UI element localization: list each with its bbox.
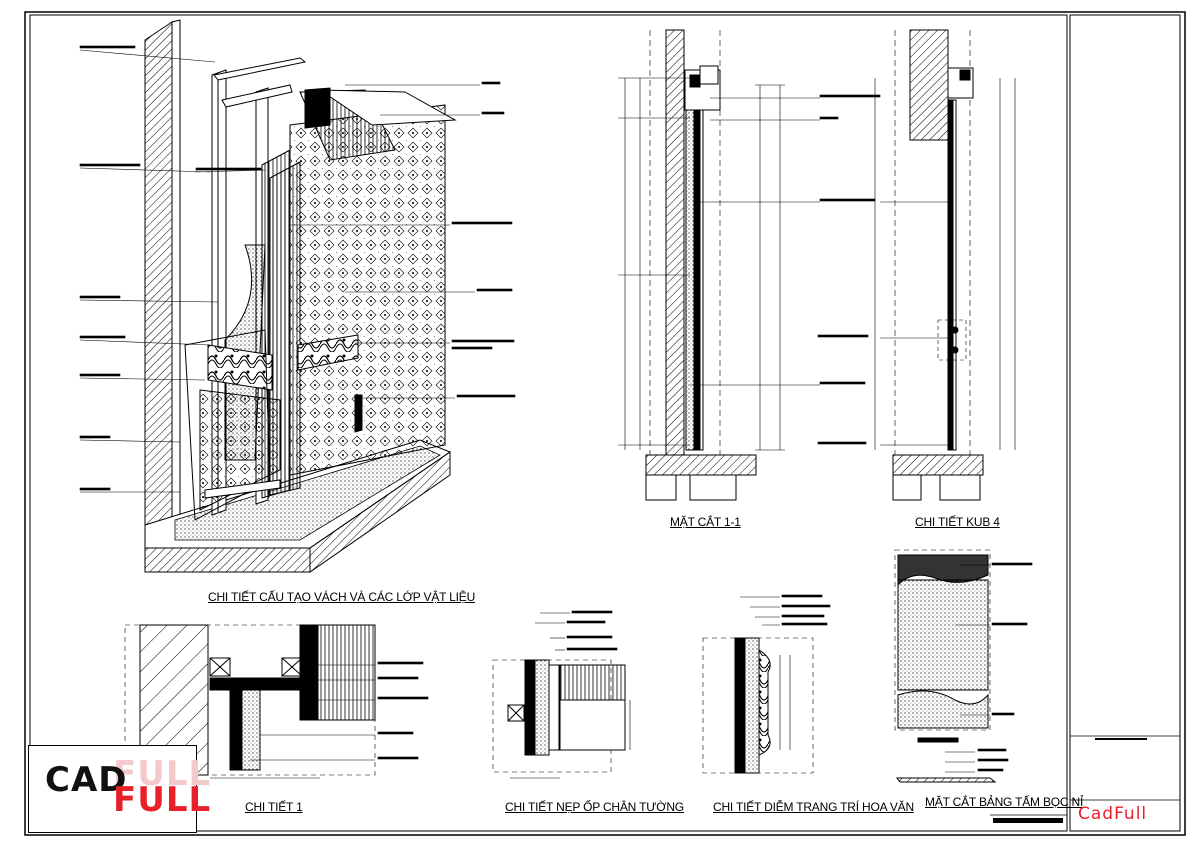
- logo-full-text: FULL: [113, 780, 212, 820]
- exploded-callouts: [79, 45, 516, 493]
- title-section-1-1: MẶT CẮT 1-1: [670, 515, 741, 529]
- detail-ornament: [702, 594, 831, 774]
- title-block-text: [993, 738, 1147, 823]
- title-ornament: CHI TIẾT DIỄM TRANG TRÍ HOA VĂN: [713, 800, 914, 814]
- logo-ghost-text: FULL: [113, 754, 212, 794]
- detail-1: [124, 624, 429, 779]
- exploded-wall-view: [144, 19, 457, 573]
- title-panel: MẶT CẮT BẢNG TẤM BỌC NỈ: [925, 795, 1084, 809]
- brand-watermark: CadFull: [1078, 804, 1148, 824]
- title-kub-4: CHI TIẾT KUB 4: [915, 515, 1000, 529]
- title-detail-1: CHI TIẾT 1: [245, 800, 303, 814]
- panel-section: [894, 549, 1033, 783]
- title-exploded: CHI TIẾT CẤU TẠO VÁCH VÀ CÁC LỚP VẬT LIỆ…: [208, 590, 476, 604]
- section-1-1: [618, 29, 881, 501]
- sheet-frame: [24, 11, 1186, 836]
- title-skirting: CHI TIẾT NẸP ỐP CHÂN TƯỜNG: [505, 800, 684, 814]
- detail-skirting: [492, 610, 631, 779]
- logo-cad-text: CAD: [45, 760, 128, 800]
- detail-kub-4: [817, 29, 1016, 501]
- cadfull-logo: FULL CAD FULL: [28, 745, 210, 833]
